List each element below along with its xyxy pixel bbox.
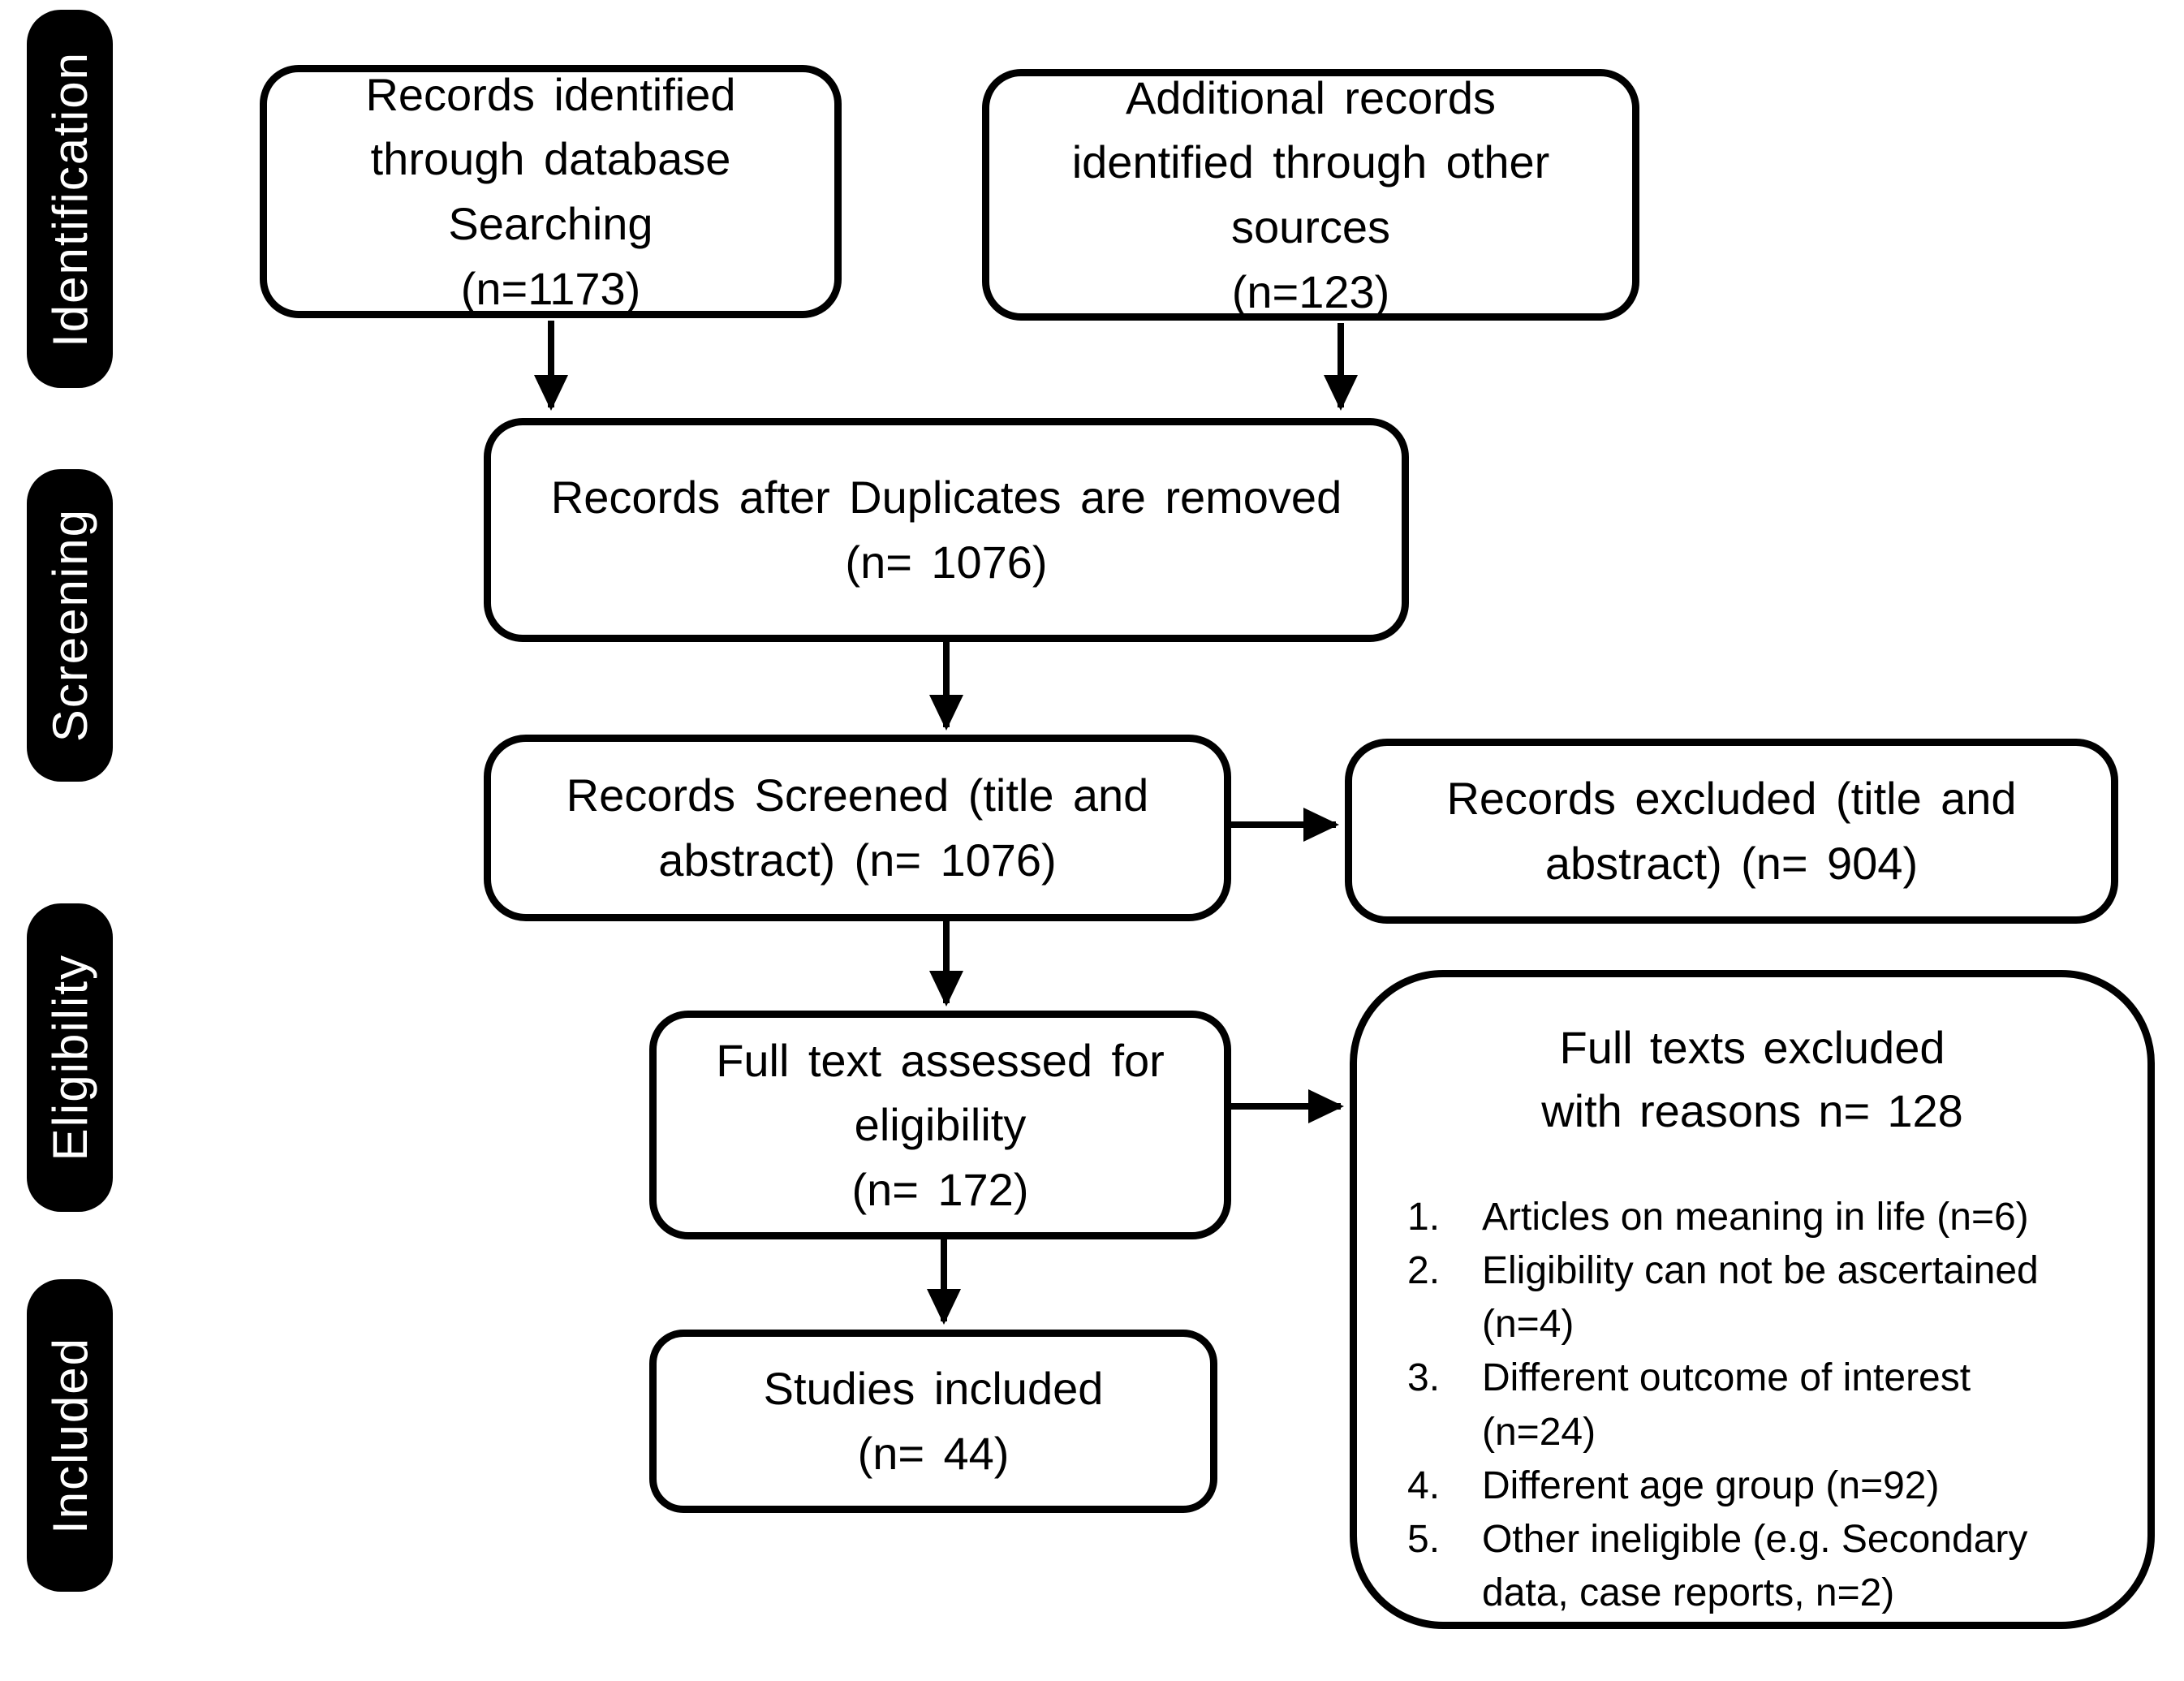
stage-screening: Screening <box>27 469 113 782</box>
stage-eligibility: Eligibility <box>27 903 113 1212</box>
box-records-identified-database-text: Records identified through database Sear… <box>365 68 736 314</box>
reason-number: 3. <box>1407 1356 1441 1400</box>
reason-text: Other ineligible (e.g. Secondary data, c… <box>1482 1518 2028 1615</box>
stage-included: Included <box>27 1279 113 1592</box>
box-records-excluded-text: Records excluded (title and abstract) (n… <box>1446 773 2017 889</box>
box-additional-records-other-sources: Additional records identified through ot… <box>982 69 1639 321</box>
box-records-excluded: Records excluded (title and abstract) (n… <box>1345 739 2118 924</box>
stage-screening-label: Screening <box>42 508 97 743</box>
box-studies-included-text: Studies included (n= 44) <box>763 1363 1104 1479</box>
full-texts-excluded-title: Full texts excluded with reasons n= 128 <box>1541 1022 1963 1137</box>
reason-item: 3. Different outcome of interest (n=24) <box>1407 1351 2123 1459</box>
stage-identification-label: Identification <box>42 50 97 347</box>
reason-number: 5. <box>1407 1518 1441 1562</box>
box-additional-records-other-sources-text: Additional records identified through ot… <box>1071 71 1550 317</box>
reason-item: 4. Different age group (n=92) <box>1407 1459 2123 1513</box>
reason-item: 1. Articles on meaning in life (n=6) <box>1407 1191 2123 1244</box>
reason-text: Different outcome of interest (n=24) <box>1482 1356 1971 1454</box>
reason-text: Eligibility can not be ascertained (n=4) <box>1482 1249 2039 1347</box>
box-records-after-duplicates-text: Records after Duplicates are removed (n=… <box>550 472 1342 588</box>
box-records-after-duplicates: Records after Duplicates are removed (n=… <box>484 418 1409 642</box>
box-records-identified-database: Records identified through database Sear… <box>260 65 842 318</box>
box-studies-included: Studies included (n= 44) <box>649 1330 1217 1513</box>
stage-included-label: Included <box>42 1337 97 1534</box>
stage-identification: Identification <box>27 10 113 388</box>
reason-item: 2. Eligibility can not be ascertained (n… <box>1407 1244 2123 1351</box>
box-full-texts-excluded: Full texts excluded with reasons n= 128 … <box>1350 970 2155 1629</box>
box-records-screened-text: Records Screened (title and abstract) (n… <box>566 769 1149 886</box>
reason-number: 4. <box>1407 1463 1441 1507</box>
reason-number: 2. <box>1407 1249 1441 1293</box>
reason-text: Different age group (n=92) <box>1482 1463 1940 1507</box>
box-records-screened: Records Screened (title and abstract) (n… <box>484 735 1231 921</box>
full-texts-excluded-reasons-list: 1. Articles on meaning in life (n=6) 2. … <box>1357 1191 2147 1621</box>
reason-number: 1. <box>1407 1195 1441 1239</box>
box-full-text-assessed-text: Full text assessed for eligibility (n= 1… <box>716 1034 1165 1215</box>
reason-text: Articles on meaning in life (n=6) <box>1482 1195 2029 1239</box>
reason-item: 5. Other ineligible (e.g. Secondary data… <box>1407 1513 2123 1620</box>
box-full-text-assessed: Full text assessed for eligibility (n= 1… <box>649 1011 1231 1239</box>
stage-eligibility-label: Eligibility <box>42 954 97 1162</box>
